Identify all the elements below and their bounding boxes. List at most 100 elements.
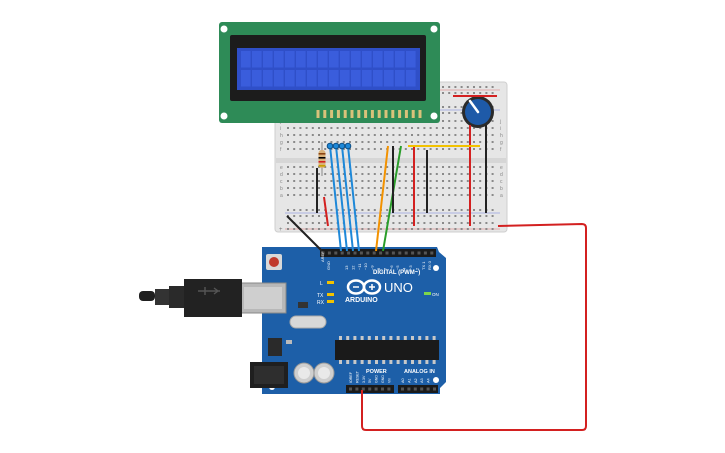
header-pin[interactable] bbox=[355, 387, 359, 391]
breadboard-hole bbox=[479, 92, 482, 94]
header-pin[interactable] bbox=[321, 251, 325, 255]
header-pin[interactable] bbox=[401, 387, 404, 391]
header-pin[interactable] bbox=[413, 387, 417, 391]
header-pin[interactable] bbox=[430, 251, 434, 255]
breadboard-hole bbox=[411, 173, 413, 175]
chip-leg bbox=[411, 360, 414, 364]
lcd-cell bbox=[274, 51, 284, 68]
wire-orange[interactable] bbox=[375, 145, 389, 252]
breadboard-hole bbox=[466, 148, 469, 150]
breadboard-hole bbox=[336, 180, 339, 182]
header-pin[interactable] bbox=[368, 387, 372, 391]
lcd-pin bbox=[404, 110, 408, 118]
header-pin[interactable] bbox=[340, 251, 344, 255]
breadboard-hole bbox=[442, 215, 444, 217]
header-pin[interactable] bbox=[433, 387, 436, 391]
resistor-icon[interactable] bbox=[318, 142, 326, 176]
header-pin[interactable] bbox=[404, 251, 408, 255]
header-pin[interactable] bbox=[366, 251, 370, 255]
lcd-cell bbox=[263, 51, 273, 68]
wire-red-5v[interactable] bbox=[361, 222, 587, 431]
lcd-module[interactable] bbox=[219, 22, 440, 123]
chip-leg bbox=[403, 360, 407, 364]
breadboard-hole bbox=[442, 209, 444, 211]
header-pin[interactable] bbox=[353, 251, 357, 255]
breadboard-hole bbox=[355, 173, 358, 175]
analog-header-pins[interactable] bbox=[401, 387, 436, 391]
header-pin[interactable] bbox=[327, 251, 331, 255]
digital-header-pins[interactable] bbox=[321, 251, 434, 255]
breadboard-hole bbox=[287, 127, 289, 129]
capacitor bbox=[293, 362, 315, 384]
breadboard-hole bbox=[435, 166, 438, 168]
breadboard-hole bbox=[473, 173, 475, 175]
breadboard-hole bbox=[448, 134, 451, 136]
breadboard-hole bbox=[442, 173, 444, 175]
breadboard-hole bbox=[287, 134, 289, 136]
wire-blue[interactable] bbox=[347, 145, 360, 252]
potentiometer-icon[interactable] bbox=[462, 96, 494, 128]
infinity-logo-icon bbox=[346, 279, 382, 295]
breadboard-hole bbox=[342, 141, 345, 143]
header-pin[interactable] bbox=[385, 251, 389, 255]
lcd-cell bbox=[340, 51, 350, 68]
header-pin[interactable] bbox=[361, 387, 365, 391]
header-pin[interactable] bbox=[417, 251, 421, 255]
header-pin[interactable] bbox=[391, 251, 395, 255]
header-pin[interactable] bbox=[372, 251, 376, 255]
breadboard-hole bbox=[411, 141, 413, 143]
usb-plug-icon[interactable] bbox=[139, 279, 242, 317]
breadboard-hole bbox=[398, 187, 401, 189]
wire-blue[interactable] bbox=[335, 145, 348, 252]
header-pin[interactable] bbox=[347, 251, 351, 255]
header-pin[interactable] bbox=[420, 387, 424, 391]
header-pin[interactable] bbox=[387, 387, 391, 391]
breadboard-hole bbox=[392, 134, 395, 136]
breadboard-hole bbox=[361, 228, 364, 230]
breadboard-hole bbox=[342, 187, 345, 189]
analog-pin-label: A5 bbox=[433, 378, 437, 383]
header-pin[interactable] bbox=[349, 387, 352, 391]
breadboard-hole bbox=[311, 127, 314, 129]
breadboard-hole bbox=[392, 228, 395, 230]
breadboard-hole bbox=[373, 148, 376, 150]
header-pin[interactable] bbox=[334, 251, 338, 255]
breadboard-hole bbox=[423, 187, 426, 189]
breadboard-hole bbox=[435, 180, 438, 182]
breadboard-hole bbox=[287, 209, 289, 211]
chip-leg bbox=[432, 360, 436, 364]
reset-button-icon[interactable] bbox=[266, 254, 282, 270]
breadboard-hole bbox=[485, 228, 488, 230]
header-pin[interactable] bbox=[411, 251, 415, 255]
breadboard-hole bbox=[429, 187, 432, 189]
header-pin[interactable] bbox=[423, 251, 427, 255]
breadboard-hole bbox=[404, 180, 407, 182]
lcd-cell bbox=[351, 70, 361, 87]
digital-pin-label: 13 bbox=[344, 265, 349, 270]
header-pin[interactable] bbox=[379, 251, 383, 255]
header-pin[interactable] bbox=[374, 387, 378, 391]
breadboard-hole bbox=[473, 141, 475, 143]
header-pin[interactable] bbox=[426, 387, 430, 391]
power-header-pins[interactable] bbox=[349, 387, 391, 391]
breadboard-hole bbox=[367, 134, 370, 136]
breadboard-hole bbox=[473, 222, 475, 224]
header-pin[interactable] bbox=[398, 251, 402, 255]
wire-blue[interactable] bbox=[329, 145, 342, 252]
breadboard-hole bbox=[293, 228, 296, 230]
breadboard-hole bbox=[305, 209, 308, 211]
header-pin[interactable] bbox=[407, 387, 411, 391]
header-pin[interactable] bbox=[359, 251, 363, 255]
breadboard-hole bbox=[293, 173, 296, 175]
wire-blue[interactable] bbox=[341, 145, 354, 252]
breadboard-hole bbox=[311, 134, 314, 136]
breadboard-hole bbox=[448, 127, 451, 129]
wire-black[interactable] bbox=[286, 215, 323, 252]
header-pin[interactable] bbox=[381, 387, 384, 391]
breadboard-hole bbox=[305, 166, 308, 168]
breadboard-hole bbox=[460, 148, 463, 150]
breadboard-hole bbox=[318, 173, 320, 175]
wire-red[interactable] bbox=[323, 196, 329, 227]
breadboard-hole bbox=[318, 194, 320, 196]
